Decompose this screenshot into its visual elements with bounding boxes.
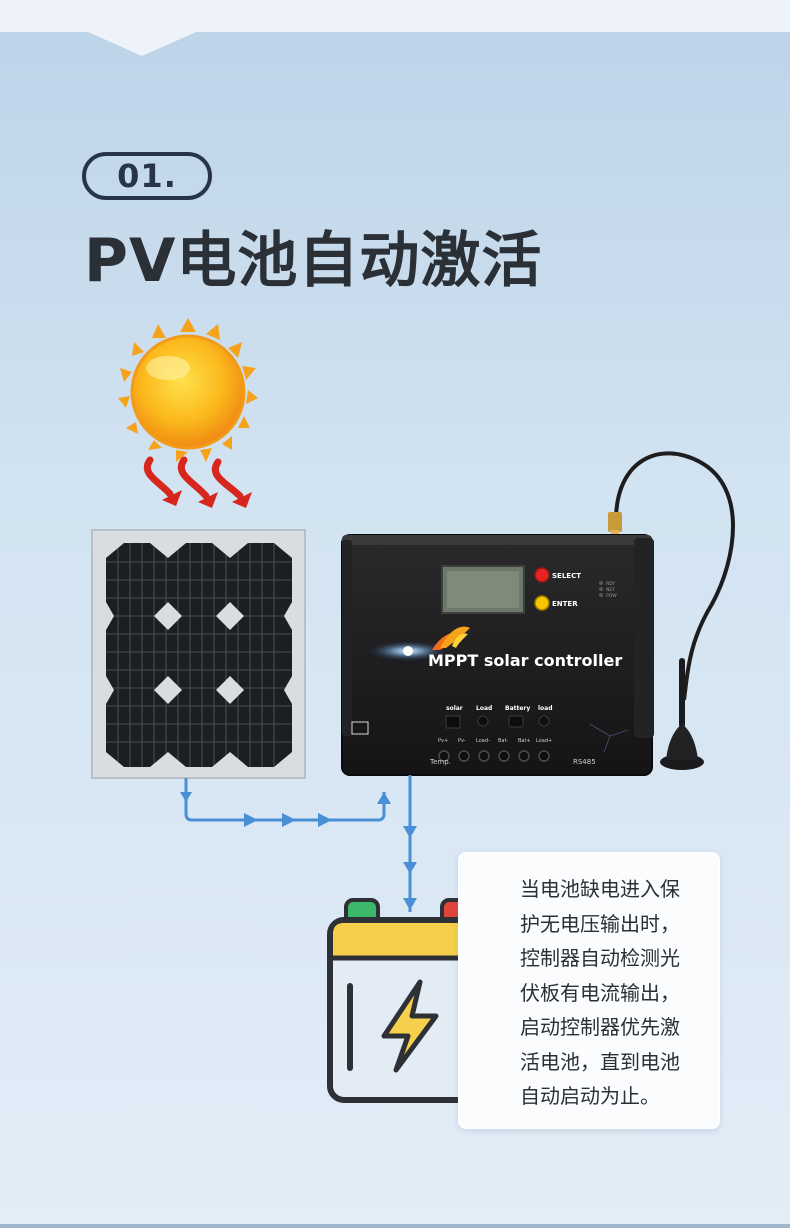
antenna-cable — [614, 451, 735, 701]
brand-logo-icon — [432, 626, 470, 650]
solar-controller — [341, 534, 654, 776]
antenna-icon — [608, 512, 704, 770]
terminal-label-bat-plus: Bat+ — [518, 738, 531, 744]
group-label-load-2: load — [538, 705, 553, 712]
terminal-label-load-plus: Load+ — [536, 738, 552, 744]
current-flow-lines — [184, 775, 412, 912]
top-notch — [88, 32, 196, 56]
select-label: SELECT — [552, 572, 581, 580]
heat-arrows-icon — [144, 456, 244, 500]
terminal-label-pv-minus: Pv- — [458, 738, 466, 744]
step-number: 01. — [117, 157, 177, 195]
terminal-label-pv-plus: Pv+ — [438, 738, 448, 744]
indicator-net: NET — [606, 587, 615, 593]
terminal-label-load-minus: Load- — [476, 738, 490, 744]
indicator-rdy: RDY — [606, 581, 615, 587]
step-number-badge: 01. — [82, 152, 212, 200]
group-label-solar: solar — [446, 705, 463, 712]
battery-icon — [327, 898, 497, 1103]
group-label-load: Load — [476, 705, 492, 712]
sun-icon — [118, 318, 258, 462]
info-card: 当电池缺电进入保 护无电压输出时， 控制器自动检测光 伏板有电流输出， 启动控制… — [458, 852, 720, 1129]
info-text: 当电池缺电进入保 护无电压输出时， 控制器自动检测光 伏板有电流输出， 启动控制… — [520, 877, 680, 1108]
top-band — [0, 0, 790, 32]
terminal-label-bat-minus: Bat- — [498, 738, 508, 744]
page-title: PV电池自动激活 — [84, 226, 543, 296]
brand-text: MPPT solar controller — [428, 651, 622, 670]
rs485-label: RS485 — [573, 758, 596, 766]
solar-panel — [91, 529, 306, 779]
enter-label: ENTER — [552, 600, 578, 608]
indicator-pow: POW — [606, 593, 617, 599]
flow-arrows-icon — [180, 792, 417, 910]
bottom-divider — [0, 1224, 790, 1228]
temp-label: Temp. — [429, 758, 451, 766]
group-label-battery: Battery — [505, 705, 530, 712]
